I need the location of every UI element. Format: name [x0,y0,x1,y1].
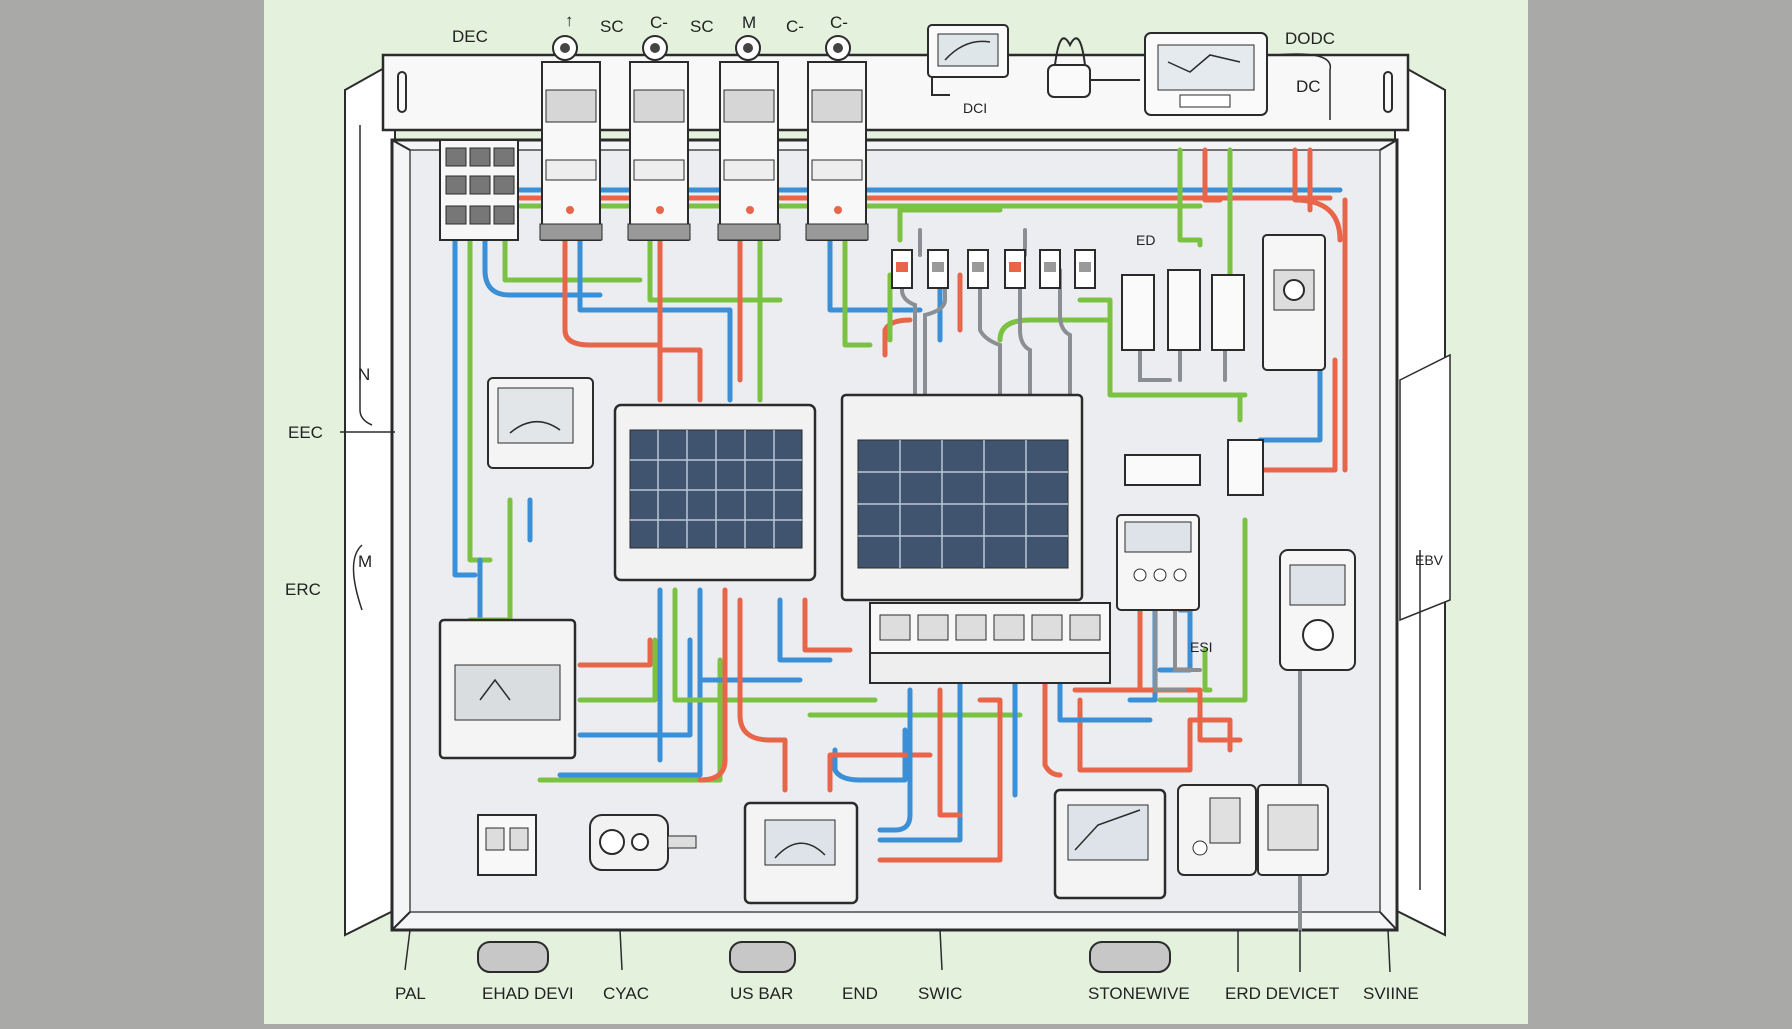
cabinet-door-left [344,60,396,937]
breaker-icon [627,35,691,241]
rail-slot-left [397,71,407,113]
label-bottom: ERD DEVICET [1225,984,1339,1003]
label-bottom: SWIC [918,984,962,1003]
meter-icon [1144,32,1268,116]
meter-icon [927,24,1009,78]
gland-icon [589,814,697,871]
meter-icon [487,377,594,469]
solar-panel-icon [613,403,817,582]
top-rail-devices [927,24,1268,116]
breaker-icon [805,35,869,241]
meter-icon [1177,784,1257,876]
label-top-mark: ↑ [565,11,574,30]
fuse-icon [1004,249,1026,289]
fuse-row [891,249,1096,289]
label-top-mark: SC [690,17,714,36]
label-top-left: DEC [452,27,488,46]
terminal-block-icon [439,139,519,241]
bottom-glands [477,941,1171,973]
leader-lines [404,929,1391,973]
bottom-devices [477,784,1329,905]
label-bottom: CYAC [603,984,649,1003]
label-top-mark: C- [650,13,668,32]
label-ebv: EBV [1415,552,1444,568]
fuse-icon [967,249,989,289]
relay-group [1121,234,1326,371]
label-erc: ERC [285,580,321,599]
side-bracket [1399,353,1451,622]
label-dci: DCI [963,100,987,116]
terminal-block-icon [477,814,537,876]
label-bottom: STONEWIVE [1088,984,1190,1003]
meter-icon [1053,788,1167,900]
wiring [452,147,1348,863]
meter-icon [743,801,859,905]
fuse-icon [891,249,913,289]
label-side-n: N [358,365,370,384]
terminal-block-icon [1124,439,1264,496]
label-esi: ESI [1190,639,1213,655]
breaker-icon [717,35,781,241]
label-top-mark: M [742,13,756,32]
meter-icon [1116,514,1200,611]
dimension-marks [340,53,1421,890]
label-layer: DEC ↑ SC C- SC M C- C- DODC DC DCI EEC E… [285,11,1444,1003]
meter-icon [1279,549,1356,671]
label-bottom: PAL [395,984,426,1003]
contactor-icon [1257,784,1329,876]
label-bottom: SVIINE [1363,984,1419,1003]
busbar [869,602,1111,684]
label-bottom: EHAD DEVI [482,984,574,1003]
label-top-mark: SC [600,17,624,36]
label-dc: DC [1296,77,1321,96]
fuse-icon [1039,249,1061,289]
label-top-mark: C- [830,13,848,32]
breaker-group-top [439,35,869,241]
label-eec: EEC [288,423,323,442]
breaker-icon [539,35,603,241]
label-bottom: US BAR [730,984,793,1003]
label-bottom: END [842,984,878,1003]
label-ed: ED [1136,232,1155,248]
rail-slot-right [1383,71,1393,113]
label-top-mark: C- [786,17,804,36]
contactor-icon [1047,37,1140,98]
label-top-right: DODC [1285,29,1335,48]
fuse-icon [1074,249,1096,289]
label-side-m: M [358,552,372,571]
fuse-icon [927,249,949,289]
solar-panel-icon [840,393,1084,602]
contactor-icon [438,618,577,760]
